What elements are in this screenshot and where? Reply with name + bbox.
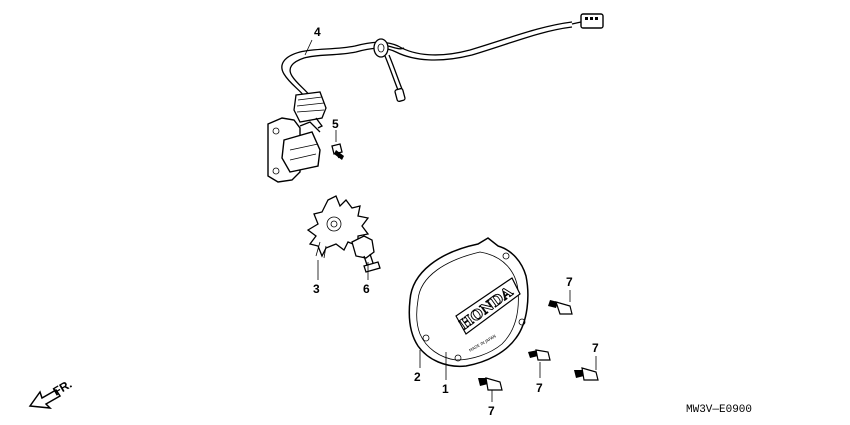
callout-7b: 7 — [536, 381, 543, 395]
cover-bolt-hole — [454, 354, 462, 362]
cover-bolt-hole — [422, 334, 430, 342]
cover-bolt-7c — [574, 356, 599, 381]
harness-clamp — [373, 38, 405, 58]
harness-connector — [571, 13, 604, 29]
cover-bolt-hole — [502, 252, 510, 260]
callout-3: 3 — [313, 282, 320, 296]
harness-grommet — [293, 91, 327, 129]
callout-4: 4 — [314, 25, 321, 39]
callout-1: 1 — [442, 382, 449, 396]
flange-bolt-part-6 — [351, 235, 381, 280]
diagram-code: MW3V—E0900 — [686, 404, 752, 416]
pulse-generator — [267, 117, 321, 183]
cover-bolt-7d — [478, 377, 503, 402]
callout-2: 2 — [414, 370, 421, 384]
wire-harness-part — [267, 13, 604, 183]
cover-bolt-hole — [518, 318, 526, 326]
crankcase-cover-part-1: HONDA MADE IN JAPAN — [408, 237, 529, 380]
cover-bolt-7a — [548, 290, 573, 315]
front-direction-arrow: FR. — [28, 377, 74, 409]
callout-7a: 7 — [566, 275, 573, 289]
cover-bolt-7b — [528, 349, 551, 378]
callout-6: 6 — [363, 282, 370, 296]
callout-7c: 7 — [592, 341, 599, 355]
callout-5: 5 — [332, 117, 339, 131]
bolt-part-5 — [331, 130, 344, 160]
callout-7d: 7 — [488, 404, 495, 418]
